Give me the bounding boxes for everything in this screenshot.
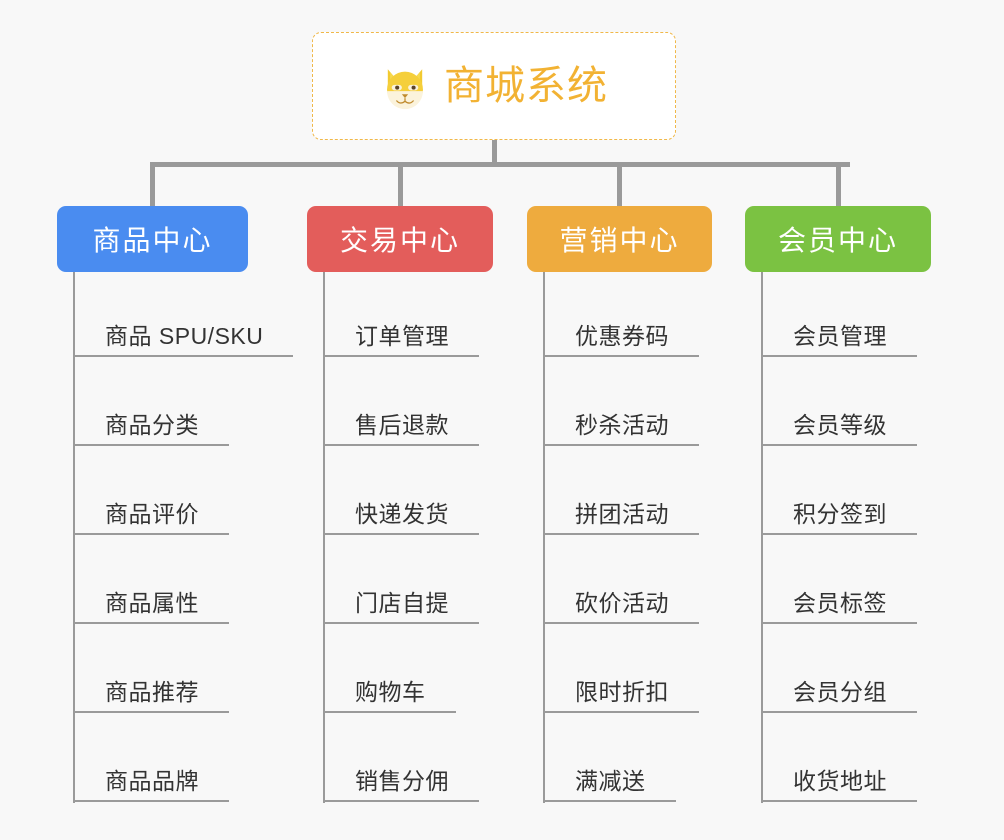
connector-drop-marketing-center: [617, 162, 622, 206]
connector-drop-product-center: [150, 162, 155, 206]
leaf-item-label: 砍价活动: [575, 590, 669, 616]
leaf-item[interactable]: 收货地址: [761, 717, 917, 806]
leaf-item-underline: [761, 533, 917, 535]
leaf-item[interactable]: 砍价活动: [543, 539, 699, 628]
leaf-item[interactable]: 会员标签: [761, 539, 917, 628]
leaf-item-label: 门店自提: [355, 590, 449, 616]
root-node[interactable]: 商城系统: [312, 32, 676, 140]
leaf-item-underline: [761, 711, 917, 713]
leaf-item[interactable]: 商品分类: [73, 361, 229, 450]
connector-drop-member-center: [835, 162, 841, 206]
leaf-item[interactable]: 会员分组: [761, 628, 917, 717]
leaf-item-label: 商品品牌: [105, 768, 199, 794]
leaf-item-underline: [761, 444, 917, 446]
branch-trunk-trade-center: [323, 272, 325, 803]
leaf-item-underline: [323, 711, 456, 713]
leaf-item-underline: [543, 533, 699, 535]
branch-trunk-product-center: [73, 272, 75, 803]
leaf-item[interactable]: 优惠券码: [543, 272, 699, 361]
leaf-item-underline: [73, 355, 293, 357]
leaf-item-label: 售后退款: [355, 412, 449, 438]
leaf-item-underline: [73, 800, 229, 802]
leaf-item-label: 销售分佣: [355, 768, 449, 794]
category-header-label: 营销中心: [559, 225, 680, 256]
connector-drop-trade-center: [397, 162, 403, 206]
leaf-item[interactable]: 商品属性: [73, 539, 229, 628]
leaf-item[interactable]: 快递发货: [323, 450, 479, 539]
leaf-item[interactable]: 拼团活动: [543, 450, 699, 539]
leaf-item-underline: [73, 622, 229, 624]
leaf-item-label: 会员标签: [793, 590, 887, 616]
branch-trunk-marketing-center: [543, 272, 545, 803]
category-header-trade-center[interactable]: 交易中心: [307, 206, 493, 272]
shiba-dog-face-icon: [387, 69, 423, 110]
connector-root-stem: [492, 140, 497, 164]
leaf-item[interactable]: 售后退款: [323, 361, 479, 450]
category-header-product-center[interactable]: 商品中心: [57, 206, 248, 272]
category-header-label: 交易中心: [339, 225, 460, 256]
leaf-item-underline: [543, 444, 699, 446]
leaf-item-underline: [73, 533, 229, 535]
leaf-item[interactable]: 会员管理: [761, 272, 917, 361]
leaf-item-label: 购物车: [355, 679, 426, 705]
leaf-item[interactable]: 满减送: [543, 717, 676, 806]
leaf-item[interactable]: 会员等级: [761, 361, 917, 450]
leaf-item-underline: [323, 355, 479, 357]
leaf-item[interactable]: 商品评价: [73, 450, 229, 539]
category-header-label: 商品中心: [92, 225, 213, 256]
leaf-item-underline: [323, 533, 479, 535]
leaf-item-label: 收货地址: [793, 768, 887, 794]
leaf-item-underline: [323, 622, 479, 624]
leaf-item-label: 拼团活动: [575, 501, 669, 527]
leaf-item-label: 会员分组: [793, 679, 887, 705]
category-header-label: 会员中心: [777, 225, 898, 256]
category-header-member-center[interactable]: 会员中心: [745, 206, 931, 272]
leaf-item-underline: [323, 444, 479, 446]
root-title: 商城系统: [444, 64, 608, 108]
leaf-item-label: 订单管理: [355, 323, 449, 349]
leaf-item-underline: [543, 800, 676, 802]
branch-trunk-member-center: [761, 272, 763, 803]
connector-horizontal-bus: [150, 162, 850, 167]
leaf-item-label: 满减送: [575, 768, 646, 794]
leaf-item[interactable]: 门店自提: [323, 539, 479, 628]
leaf-item[interactable]: 购物车: [323, 628, 456, 717]
leaf-item[interactable]: 秒杀活动: [543, 361, 699, 450]
leaf-item-label: 优惠券码: [575, 323, 669, 349]
leaf-item[interactable]: 积分签到: [761, 450, 917, 539]
leaf-item-underline: [73, 711, 229, 713]
leaf-item-label: 会员管理: [793, 323, 887, 349]
leaf-item-underline: [761, 355, 917, 357]
leaf-item[interactable]: 商品 SPU/SKU: [73, 272, 293, 361]
leaf-item-label: 会员等级: [793, 412, 887, 438]
leaf-item-underline: [543, 622, 699, 624]
leaf-item-label: 限时折扣: [575, 679, 669, 705]
leaf-item-underline: [543, 355, 699, 357]
leaf-item-label: 商品属性: [105, 590, 199, 616]
leaf-item[interactable]: 限时折扣: [543, 628, 699, 717]
leaf-item[interactable]: 商品品牌: [73, 717, 229, 806]
leaf-item-label: 商品推荐: [105, 679, 199, 705]
leaf-item-label: 积分签到: [793, 501, 887, 527]
leaf-item-underline: [761, 800, 917, 802]
category-header-marketing-center[interactable]: 营销中心: [527, 206, 712, 272]
leaf-item-label: 商品 SPU/SKU: [105, 323, 264, 349]
leaf-item-underline: [73, 444, 229, 446]
leaf-item-label: 秒杀活动: [575, 412, 669, 438]
leaf-item-label: 商品分类: [105, 412, 199, 438]
leaf-item[interactable]: 订单管理: [323, 272, 479, 361]
leaf-item-label: 商品评价: [105, 501, 199, 527]
leaf-item-label: 快递发货: [355, 501, 449, 527]
leaf-item[interactable]: 商品推荐: [73, 628, 229, 717]
leaf-item[interactable]: 销售分佣: [323, 717, 479, 806]
leaf-item-underline: [323, 800, 479, 802]
leaf-item-underline: [761, 622, 917, 624]
leaf-item-underline: [543, 711, 699, 713]
